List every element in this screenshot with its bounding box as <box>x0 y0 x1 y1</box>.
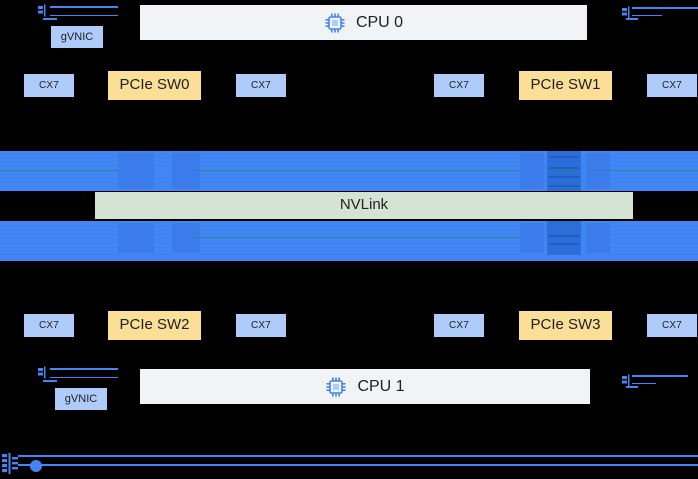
gvnic-top[interactable]: gVNIC <box>51 26 103 48</box>
cx7-top-1[interactable]: CX7 <box>236 74 286 97</box>
pcie-sw3-label: PCIe SW3 <box>530 316 601 334</box>
cpu0-box[interactable]: CPU 0 <box>140 5 587 40</box>
cpu1-box[interactable]: CPU 1 <box>140 369 590 404</box>
gpu-fabric-band-lower <box>0 221 698 261</box>
cx7-bottom-0-label: CX7 <box>38 320 60 331</box>
pcie-sw2-label: PCIe SW2 <box>119 316 190 334</box>
gpu-node-lower-d-line-2 <box>549 243 579 245</box>
network-icon <box>622 6 636 20</box>
top-left-nic-icon-group <box>38 4 118 20</box>
bottom-left-nic-wire-2 <box>50 377 118 378</box>
gpu-node-lower-a <box>118 223 154 253</box>
cx7-top-0[interactable]: CX7 <box>24 74 74 97</box>
top-right-nic-wire <box>632 7 698 9</box>
teal-link-upper-right <box>592 170 698 171</box>
pcie-sw2[interactable]: PCIe SW2 <box>108 311 201 340</box>
gpu-node-lower-d-line-1 <box>549 235 579 237</box>
bottom-right-nic-wire <box>632 375 688 377</box>
pcie-sw1-label: PCIe SW1 <box>530 76 601 94</box>
bottom-right-nic-wire-2 <box>632 383 656 384</box>
storage-bar-wire-bottom <box>18 464 698 466</box>
top-right-nic-icon-group <box>622 6 698 22</box>
teal-link-upper-mid <box>190 170 520 171</box>
pcie-sw3[interactable]: PCIe SW3 <box>519 311 612 340</box>
network-icon <box>622 374 636 388</box>
cx7-top-1-label: CX7 <box>250 80 272 91</box>
gpu-node-upper-b <box>172 153 200 189</box>
gpu-node-upper-d-teal <box>551 171 577 172</box>
pcie-sw0-label: PCIe SW0 <box>119 76 190 94</box>
teal-link-lower-mid <box>190 237 520 238</box>
top-right-nic-wire-2 <box>632 15 662 16</box>
teal-link-upper-left <box>0 170 118 171</box>
storage-bar-cap <box>30 460 42 472</box>
database-icon <box>2 453 24 477</box>
chip-icon <box>324 12 346 34</box>
top-left-nic-wire <box>50 6 118 8</box>
gvnic-bottom[interactable]: gVNIC <box>55 388 107 410</box>
storage-bar-wire-top <box>18 455 698 457</box>
cx7-bottom-1[interactable]: CX7 <box>236 314 286 337</box>
gpu-node-upper-d-line-2 <box>549 167 579 169</box>
cx7-bottom-2[interactable]: CX7 <box>434 314 484 337</box>
gpu-fabric-band-upper <box>0 151 698 191</box>
network-icon <box>38 4 52 18</box>
cx7-top-3[interactable]: CX7 <box>647 74 697 97</box>
cx7-bottom-0[interactable]: CX7 <box>24 314 74 337</box>
gpu-node-lower-e <box>586 223 610 253</box>
gvnic-bottom-label: gVNIC <box>64 392 98 405</box>
nvlink-bar[interactable]: NVLink <box>95 192 633 219</box>
cx7-top-2-label: CX7 <box>448 80 470 91</box>
cpu0-label: CPU 0 <box>355 13 404 31</box>
gpu-node-lower-c <box>520 223 544 253</box>
storage-bar <box>0 452 698 479</box>
pcie-sw1[interactable]: PCIe SW1 <box>519 71 612 100</box>
top-left-nic-wire-2 <box>50 15 118 16</box>
top-left-nic-stub <box>43 18 57 20</box>
cx7-bottom-3-label: CX7 <box>661 320 683 331</box>
top-right-nic-stub <box>626 18 638 20</box>
cx7-top-3-label: CX7 <box>661 80 683 91</box>
bottom-left-nic-icon-group <box>38 366 118 382</box>
cx7-bottom-1-label: CX7 <box>250 320 272 331</box>
gpu-node-upper-d-line-1 <box>549 156 579 158</box>
gpu-node-upper-e <box>586 153 610 189</box>
cx7-top-2[interactable]: CX7 <box>434 74 484 97</box>
pcie-sw0[interactable]: PCIe SW0 <box>108 71 201 100</box>
gpu-node-lower-d <box>547 221 581 255</box>
bottom-left-nic-stub <box>43 380 57 382</box>
gvnic-top-label: gVNIC <box>60 30 94 43</box>
gpu-node-upper-d-line-4 <box>549 185 579 187</box>
cx7-top-0-label: CX7 <box>38 80 60 91</box>
bottom-left-nic-wire <box>50 368 118 370</box>
bottom-right-nic-icon-group <box>622 374 698 390</box>
bottom-right-nic-stub <box>626 386 638 388</box>
gpu-node-lower-b <box>172 223 200 253</box>
gpu-node-upper-c <box>520 153 544 189</box>
nvlink-label: NVLink <box>339 196 389 214</box>
cx7-bottom-3[interactable]: CX7 <box>647 314 697 337</box>
cx7-bottom-2-label: CX7 <box>448 320 470 331</box>
gpu-node-upper-a <box>118 153 154 189</box>
cpu1-label: CPU 1 <box>357 377 405 395</box>
network-icon <box>38 366 52 380</box>
chip-icon <box>325 376 347 398</box>
gpu-node-upper-d-line-3 <box>549 176 579 178</box>
